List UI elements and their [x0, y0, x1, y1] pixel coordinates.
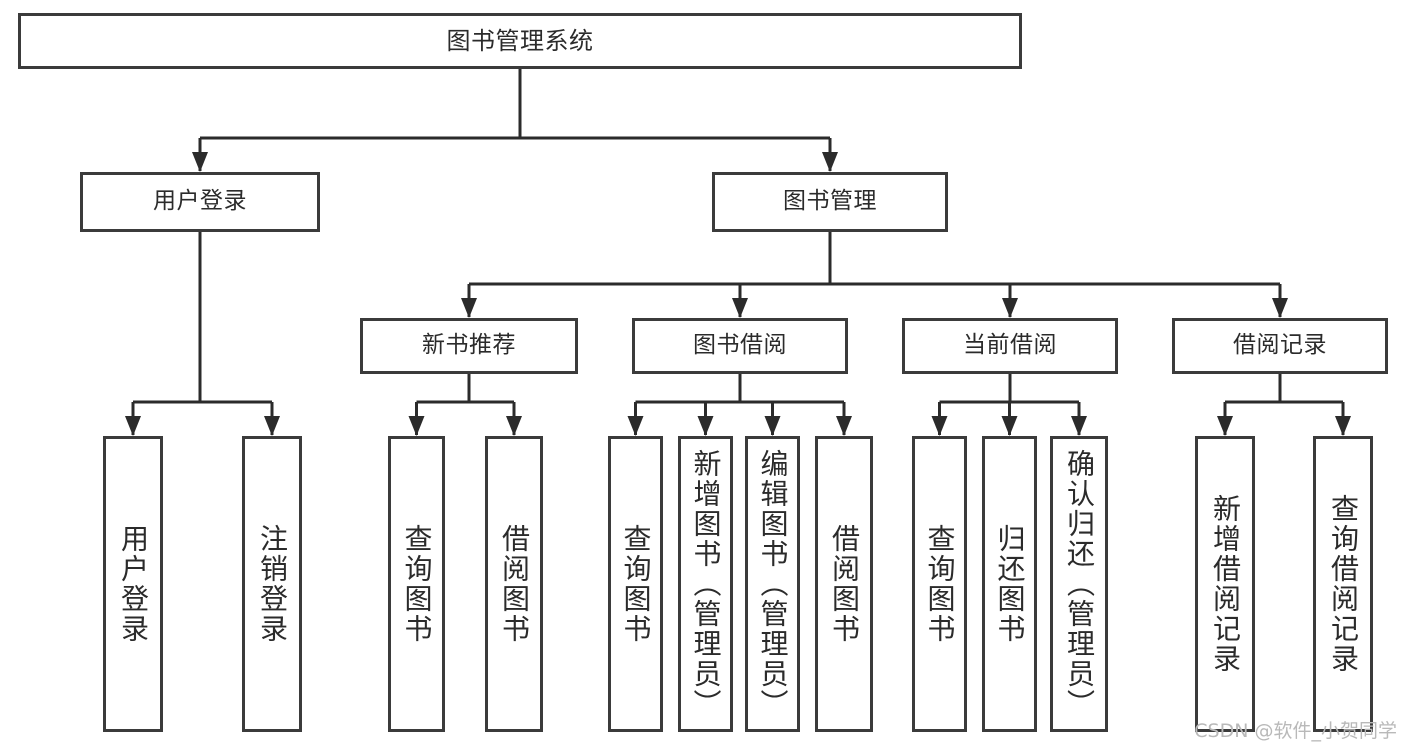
- arrowhead-icon: [764, 416, 781, 436]
- node-borrow[interactable]: 图书借阅: [632, 318, 848, 374]
- node-label: 编辑图书（管理员）: [756, 449, 790, 719]
- node-label: 查询图书: [923, 524, 957, 644]
- arrowhead-icon: [408, 416, 425, 436]
- arrowhead-icon: [1071, 416, 1087, 436]
- node-label: 新增图书（管理员）: [689, 449, 723, 719]
- node-record[interactable]: 借阅记录: [1172, 318, 1388, 374]
- arrowhead-icon: [1217, 416, 1233, 436]
- arrowhead-icon: [697, 416, 714, 436]
- node-label: 归还图书: [993, 524, 1027, 644]
- watermark: CSDN @软件_小贺同学: [1194, 720, 1397, 742]
- node-label: 查询借阅记录: [1327, 494, 1360, 674]
- node-leaf-query-record[interactable]: 查询借阅记录: [1313, 436, 1373, 732]
- arrowhead-icon: [1335, 416, 1351, 436]
- arrowhead-icon: [192, 152, 208, 172]
- arrowhead-icon: [836, 416, 852, 436]
- node-newbook[interactable]: 新书推荐: [360, 318, 578, 374]
- node-label: 查询图书: [619, 524, 653, 644]
- node-leaf-add-record[interactable]: 新增借阅记录: [1195, 436, 1255, 732]
- node-leaf-add-book[interactable]: 新增图书（管理员）: [678, 436, 733, 732]
- node-leaf-confirm-return[interactable]: 确认归还（管理员）: [1050, 436, 1108, 732]
- arrowhead-icon: [125, 416, 141, 436]
- node-bookmgmt[interactable]: 图书管理: [712, 172, 948, 232]
- arrowhead-icon: [732, 298, 748, 318]
- node-leaf-borrow-book-new[interactable]: 借阅图书: [485, 436, 543, 732]
- node-leaf-query-book-new[interactable]: 查询图书: [388, 436, 445, 732]
- arrowhead-icon: [1272, 298, 1288, 318]
- node-leaf-borrow-book[interactable]: 借阅图书: [815, 436, 873, 732]
- arrowhead-icon: [822, 152, 838, 172]
- node-root[interactable]: 图书管理系统: [18, 13, 1022, 69]
- arrowhead-icon: [1002, 298, 1018, 318]
- node-label: 查询图书: [400, 524, 434, 644]
- node-leaf-edit-book[interactable]: 编辑图书（管理员）: [745, 436, 800, 732]
- node-label: 借阅图书: [828, 524, 861, 644]
- node-leaf-query-book-current[interactable]: 查询图书: [912, 436, 967, 732]
- node-label: 用户登录: [117, 524, 150, 644]
- node-label: 当前借阅: [963, 332, 1057, 359]
- node-label: 新书推荐: [422, 332, 516, 359]
- arrowhead-icon: [461, 298, 477, 318]
- node-current[interactable]: 当前借阅: [902, 318, 1118, 374]
- node-leaf-user-login[interactable]: 用户登录: [103, 436, 163, 732]
- node-label: 新增借阅记录: [1209, 494, 1242, 674]
- node-label: 图书借阅: [693, 332, 787, 359]
- node-label: 图书管理: [783, 188, 877, 215]
- node-label: 借阅记录: [1233, 332, 1327, 359]
- arrowhead-icon: [264, 416, 280, 436]
- node-leaf-query-book-borrow[interactable]: 查询图书: [608, 436, 663, 732]
- node-leaf-logout[interactable]: 注销登录: [242, 436, 302, 732]
- arrowhead-icon: [627, 416, 644, 436]
- arrowhead-icon: [1001, 416, 1018, 436]
- node-label: 借阅图书: [498, 524, 531, 644]
- arrowhead-icon: [931, 416, 948, 436]
- node-label: 注销登录: [256, 524, 289, 644]
- node-label: 图书管理系统: [446, 26, 594, 55]
- node-login[interactable]: 用户登录: [80, 172, 320, 232]
- arrowhead-icon: [506, 416, 522, 436]
- node-label: 用户登录: [153, 188, 247, 215]
- node-leaf-return-book[interactable]: 归还图书: [982, 436, 1037, 732]
- node-label: 确认归还（管理员）: [1063, 449, 1096, 719]
